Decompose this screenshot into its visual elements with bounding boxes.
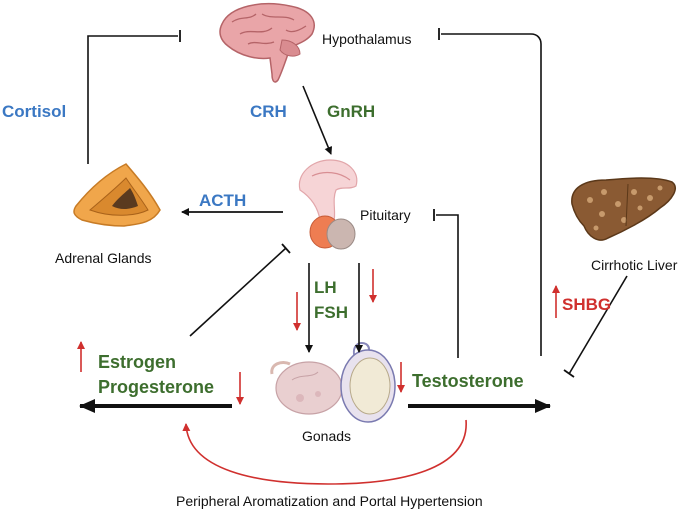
pituitary-label: Pituitary [360,207,411,223]
testosterone-label: Testosterone [412,371,524,391]
cortisol-feedback-line [87,35,178,164]
estrogen-label: Estrogen [98,352,176,372]
liver-inhibition-bar [563,369,575,378]
testosterone-pituitary-feedback-line [436,214,459,358]
aromatization-arc [182,419,467,485]
crh-label: CRH [250,102,287,121]
ovary-icon [270,360,343,415]
gonads-label: Gonads [302,428,351,444]
cortisol-label: Cortisol [2,102,66,121]
liver-icon [571,177,676,241]
liver-shbg-line [568,275,628,375]
estrogen-inhibition-bar [281,243,291,254]
testis-icon [340,342,396,423]
progesterone-label: Progesterone [98,377,214,397]
estrogen-feedback-line [189,247,287,337]
adrenal-label: Adrenal Glands [55,250,152,266]
hypothalamus-to-pituitary-arrow [302,85,333,155]
acth-label: ACTH [199,191,246,210]
fsh-label: FSH [314,303,348,322]
shbg-label: SHBG [562,295,611,314]
testosterone-hypothalamus-feedback-line [441,33,542,356]
gnrh-label: GnRH [327,102,375,121]
lh-label: LH [314,278,337,297]
bottom-caption: Peripheral Aromatization and Portal Hype… [176,493,483,509]
hypothalamus-label: Hypothalamus [322,31,412,47]
brain-icon [219,3,315,83]
liver-label: Cirrhotic Liver [591,257,678,273]
adrenal-gland-icon [73,163,161,227]
pituitary-icon [298,159,358,250]
